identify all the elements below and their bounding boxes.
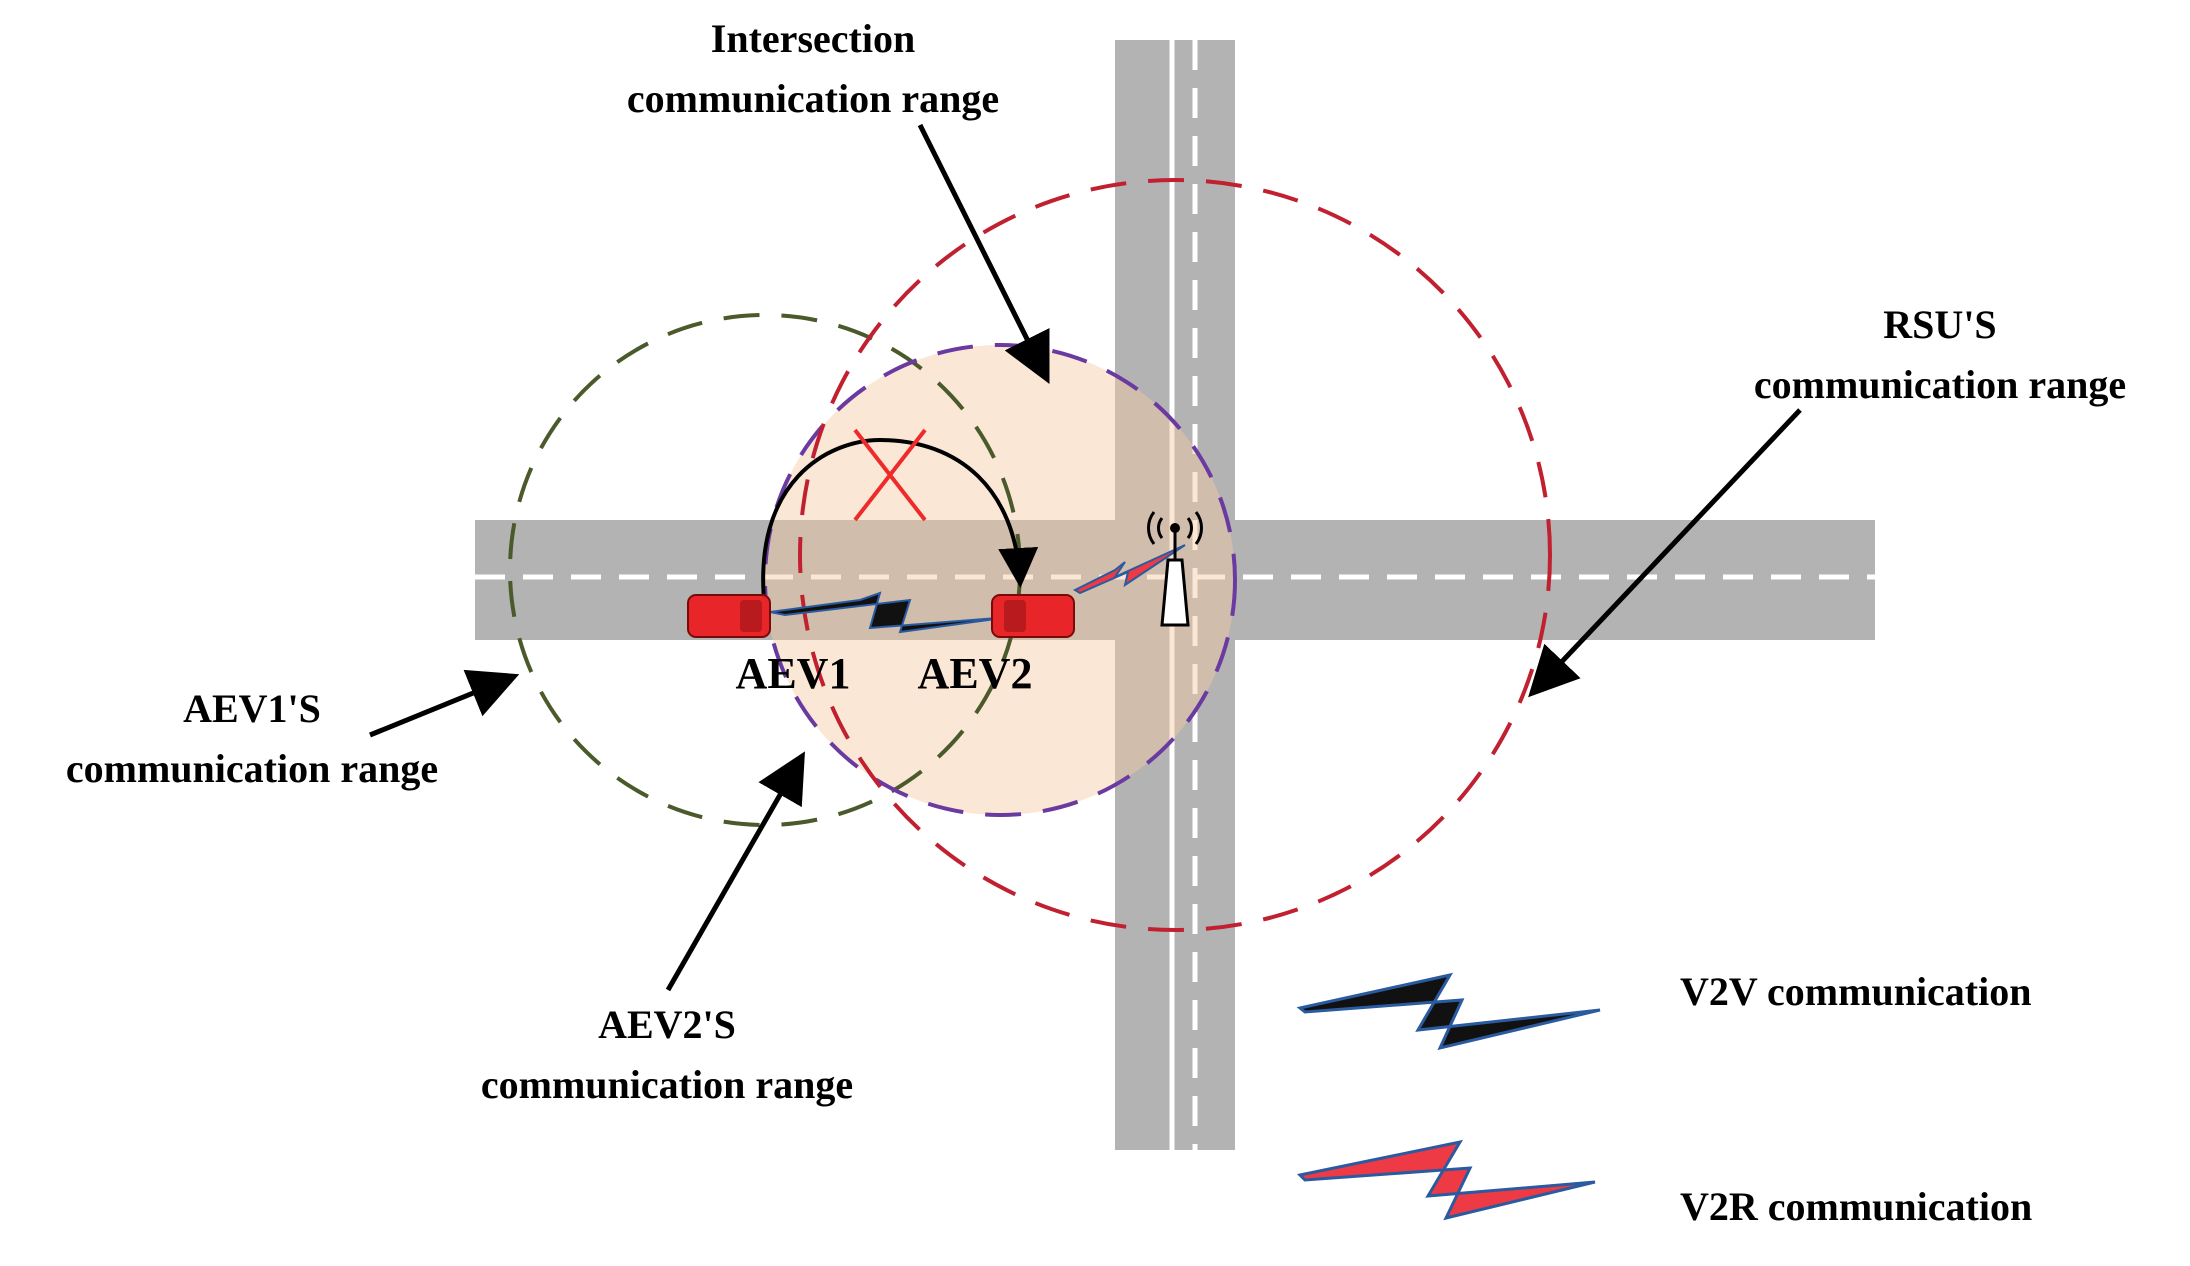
- aev1-range-label-line2: communication range: [66, 746, 438, 791]
- rsu-label-line1: RSU'S: [1883, 302, 1996, 347]
- rsu-pointer-arrow: [1528, 408, 1802, 698]
- aev2-range-label-line1: AEV2'S: [598, 1002, 736, 1047]
- rsu-label-line2: communication range: [1754, 362, 2126, 407]
- aev2-range-circle: [763, 343, 1237, 817]
- legend-v2v-label: V2V communication: [1680, 969, 2031, 1014]
- aev2-label: AEV2: [918, 649, 1033, 698]
- intersection-label-line1: Intersection: [711, 16, 915, 61]
- cross-icon: [853, 428, 927, 522]
- intersection-pointer-arrow: [917, 123, 1050, 384]
- intersection-range-area: [765, 345, 1235, 815]
- legend-v2v-bolt-icon: [1296, 972, 1601, 1051]
- aev1-car-icon: [687, 594, 771, 638]
- intersection-label-line2: communication range: [627, 76, 999, 121]
- aev1-range-label-line1: AEV1'S: [183, 686, 321, 731]
- legend-v2r-label: V2R communication: [1680, 1184, 2032, 1229]
- v2r-link-bolt: [1072, 544, 1186, 595]
- antenna-tower-icon: [1147, 511, 1203, 627]
- aev2-range-label-line2: communication range: [481, 1062, 853, 1107]
- legend: V2V communication V2R communication: [1296, 969, 2032, 1229]
- blocked-path-arc: [761, 437, 1039, 611]
- aev2-car-icon: [991, 594, 1075, 638]
- aev1-label: AEV1: [736, 649, 851, 698]
- aev1-pointer-arrow: [369, 669, 520, 738]
- rsu-range-circle: [798, 178, 1552, 932]
- legend-v2r-bolt-icon: [1296, 1139, 1596, 1221]
- aev2-pointer-arrow: [665, 751, 805, 992]
